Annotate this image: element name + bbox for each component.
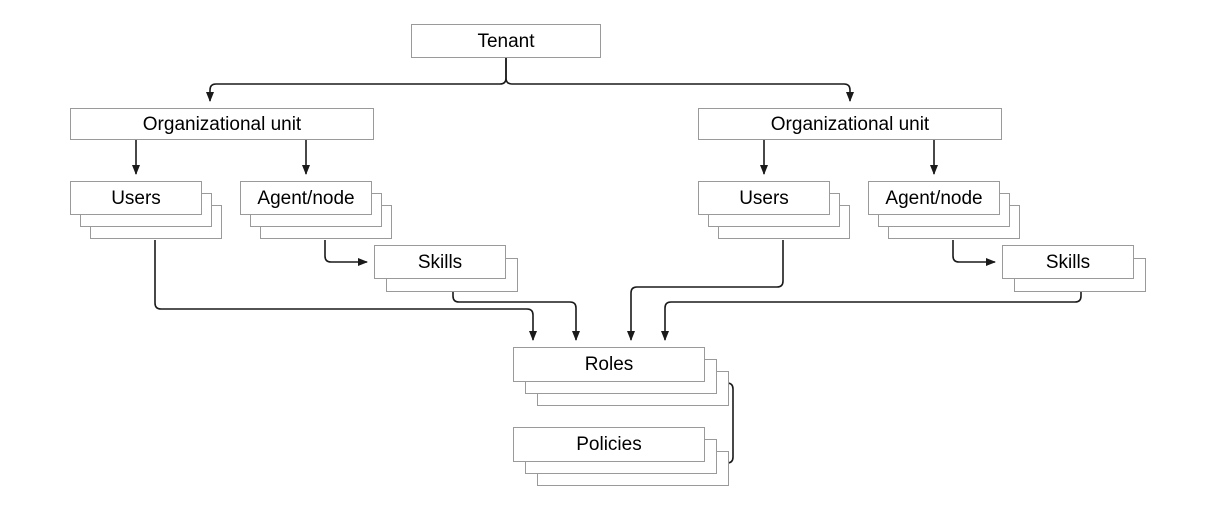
- node-tenant[interactable]: Tenant: [411, 24, 601, 58]
- node-org-unit-right-label: Organizational unit: [770, 113, 930, 135]
- node-org-unit-left-box[interactable]: Organizational unit: [70, 108, 374, 140]
- edge-roles-to-policies: [717, 382, 734, 467]
- node-users-left[interactable]: Users: [70, 181, 222, 241]
- node-policies-box[interactable]: Policies: [513, 427, 705, 462]
- node-users-right[interactable]: Users: [698, 181, 850, 241]
- node-skills-right-box[interactable]: Skills: [1002, 245, 1134, 279]
- node-roles-box[interactable]: Roles: [513, 347, 705, 382]
- node-org-unit-right-box[interactable]: Organizational unit: [698, 108, 1002, 140]
- edge-tenant-to-org-unit-left: [206, 58, 507, 102]
- node-users-left-label: Users: [111, 187, 161, 209]
- edge-tenant-to-org-unit-right: [505, 58, 854, 102]
- node-policies-label: Policies: [576, 434, 642, 455]
- node-skills-left-box[interactable]: Skills: [374, 245, 506, 279]
- node-users-right-label: Users: [739, 187, 789, 209]
- node-org-unit-left-label: Organizational unit: [142, 113, 302, 135]
- node-agent-node-left-box[interactable]: Agent/node: [240, 181, 372, 215]
- node-org-unit-right[interactable]: Organizational unit: [698, 108, 1002, 140]
- node-skills-right[interactable]: Skills: [1002, 245, 1148, 295]
- node-skills-left[interactable]: Skills: [374, 245, 520, 295]
- edge-agent-node-right-to-skills-right: [952, 240, 996, 266]
- edge-users-right-to-roles: [627, 240, 784, 341]
- node-skills-right-label: Skills: [1045, 251, 1091, 273]
- node-roles[interactable]: Roles: [513, 347, 729, 409]
- node-policies[interactable]: Policies: [513, 427, 729, 489]
- edge-skills-right-to-roles: [661, 292, 1082, 341]
- node-org-unit-left[interactable]: Organizational unit: [70, 108, 374, 140]
- node-tenant-box[interactable]: Tenant: [411, 24, 601, 58]
- node-agent-node-left[interactable]: Agent/node: [240, 181, 392, 241]
- node-agent-node-right-label: Agent/node: [885, 187, 983, 209]
- node-users-right-box[interactable]: Users: [698, 181, 830, 215]
- node-agent-node-right[interactable]: Agent/node: [868, 181, 1020, 241]
- node-agent-node-right-box[interactable]: Agent/node: [868, 181, 1000, 215]
- node-users-left-box[interactable]: Users: [70, 181, 202, 215]
- edge-users-left-to-roles: [154, 240, 537, 341]
- node-roles-label: Roles: [584, 354, 634, 375]
- edge-agent-node-left-to-skills-left: [324, 240, 368, 266]
- node-tenant-label: Tenant: [477, 30, 535, 52]
- node-skills-left-label: Skills: [417, 251, 463, 273]
- node-agent-node-left-label: Agent/node: [257, 187, 355, 209]
- edge-skills-left-to-roles: [452, 292, 580, 341]
